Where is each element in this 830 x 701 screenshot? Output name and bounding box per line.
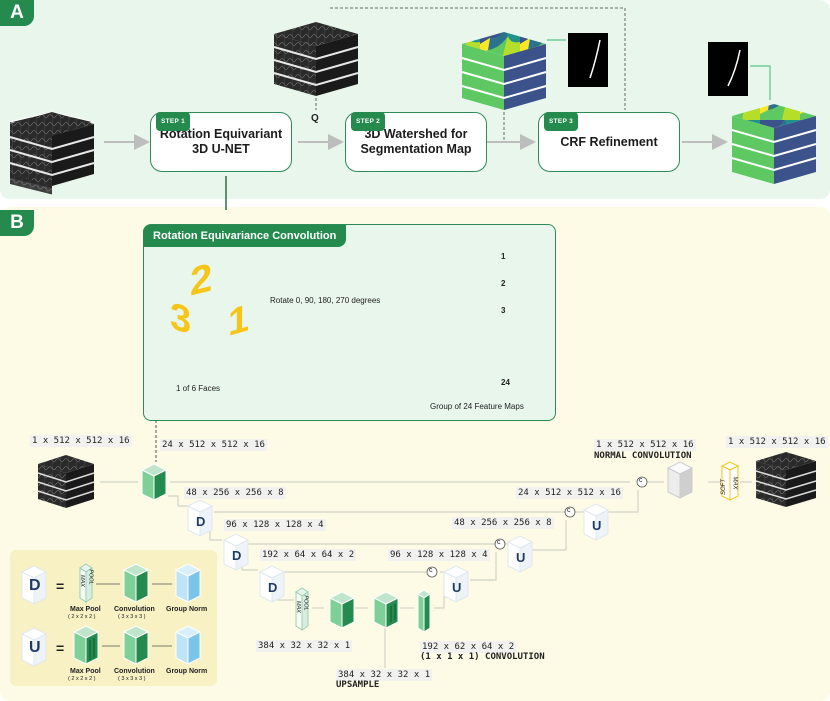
dim-conv24: 24 x 512 x 512 x 16 xyxy=(160,439,267,451)
net-input-volume xyxy=(37,455,95,508)
bottleneck-maxpool xyxy=(295,587,309,631)
step3-tag: STEP 3 xyxy=(544,112,579,131)
legend-gnorm: Group Norm xyxy=(166,606,208,613)
step2-tag: STEP 2 xyxy=(351,112,386,131)
up-block-1 xyxy=(582,503,610,541)
down-letter-3: D xyxy=(268,580,278,595)
mask-thumbnail-1 xyxy=(568,33,608,87)
normal-conv-label: NORMAL CONVOLUTION xyxy=(594,451,692,461)
input-volume xyxy=(9,112,95,186)
softmax-block xyxy=(720,461,740,501)
legend-maxpool-sub: ( 2 x 2 x 2 ) xyxy=(68,614,96,620)
map-number-24: 24 xyxy=(501,378,510,387)
down-block-1 xyxy=(186,499,214,537)
down-letter-1: D xyxy=(196,514,206,529)
rotate-text: Rotate 0, 90, 180, 270 degrees xyxy=(270,296,381,305)
panel-a-label: A xyxy=(0,0,34,26)
refined-segmentation-volume xyxy=(731,104,817,184)
concat-circles xyxy=(426,476,648,578)
legend-equals-2: = xyxy=(56,640,65,656)
dim-u1: 24 x 512 x 512 x 16 xyxy=(516,487,623,499)
panel-b-label: B xyxy=(0,210,34,236)
step3-box: STEP 3 CRF Refinement xyxy=(538,112,680,172)
up-block-2 xyxy=(506,535,534,573)
rotation-equivariance-box xyxy=(143,224,556,421)
up-letter-1: U xyxy=(592,518,602,533)
legend-u-letter: U xyxy=(29,639,41,656)
softmax-soft: SOFT xyxy=(721,479,727,495)
step1-tag: STEP 1 xyxy=(156,112,191,131)
upsample-label: UPSAMPLE xyxy=(336,680,380,690)
rotation-equivariance-title: Rotation Equivariance Convolution xyxy=(143,225,347,247)
q-label: Q xyxy=(311,113,319,124)
down-letter-2: D xyxy=(232,548,242,563)
legend-box xyxy=(10,550,217,686)
bottleneck-conv1 xyxy=(328,591,356,629)
dim-d2: 96 x 128 x 128 x 4 xyxy=(224,519,326,531)
map-number-1: 1 xyxy=(501,252,506,261)
bottleneck-maxpool-max: MAX xyxy=(294,601,301,613)
up-letter-3: U xyxy=(452,580,462,595)
legend-maxpool-2: Max Pool xyxy=(70,668,101,675)
map-number-2: 2 xyxy=(501,279,506,288)
dim-d1: 48 x 256 x 256 x 8 xyxy=(184,487,286,499)
legend-maxpool-pool: POOL xyxy=(87,569,94,585)
up-block-3 xyxy=(442,565,470,603)
dim-output: 1 x 512 x 512 x 16 xyxy=(726,436,828,448)
cube-digit-top: 2 xyxy=(190,255,213,305)
concat-4: c xyxy=(429,567,433,574)
legend-conv-2-sub: ( 3 x 3 x 3 ) xyxy=(118,676,146,682)
legend-equals-1: = xyxy=(56,578,65,594)
legend-maxpool: Max Pool xyxy=(70,606,101,613)
step3-line1: CRF Refinement xyxy=(560,134,658,149)
down-block-2 xyxy=(222,533,250,571)
dim-input: 1 x 512 x 512 x 16 xyxy=(30,435,132,447)
cube-digit-right: 1 xyxy=(228,296,250,346)
unet-output-volume xyxy=(273,22,359,96)
softmax-max: MAX xyxy=(731,476,738,490)
mask-thumbnail-2 xyxy=(708,42,748,96)
bottleneck-maxpool-pool: POOL xyxy=(302,595,309,611)
legend-maxpool-2-sub: ( 2 x 2 x 2 ) xyxy=(68,676,96,682)
concat-2: c xyxy=(567,507,571,514)
concat-3: c xyxy=(497,539,501,546)
dim-c1x1: 192 x 62 x 64 x 2 xyxy=(420,641,517,653)
dim-u3: 96 x 128 x 128 x 4 xyxy=(388,549,490,561)
net-output-volume xyxy=(755,452,817,507)
conv1x1-block xyxy=(417,589,431,633)
legend-gnorm-2: Group Norm xyxy=(166,668,208,675)
legend-conv-2: Convolution xyxy=(114,668,155,675)
legend-d-letter: D xyxy=(29,577,41,594)
faces-text: 1 of 6 Faces xyxy=(176,384,221,393)
step1-line2: 3D U-NET xyxy=(192,142,250,156)
concat-1: c xyxy=(639,477,643,484)
legend-conv-sub: ( 3 x 3 x 3 ) xyxy=(118,614,146,620)
group-text: Group of 24 Feature Maps xyxy=(430,402,524,411)
c1x1-label: (1 x 1 x 1) CONVOLUTION xyxy=(420,652,545,662)
legend-conv: Convolution xyxy=(114,606,155,613)
down-block-3 xyxy=(258,565,286,603)
dim-normal: 1 x 512 x 512 x 16 xyxy=(594,439,696,451)
dim-u2: 48 x 256 x 256 x 8 xyxy=(452,517,554,529)
conv24-cube xyxy=(140,463,168,501)
dim-upsample: 384 x 32 x 32 x 1 xyxy=(336,669,433,681)
up-letter-2: U xyxy=(516,550,526,565)
dim-d3: 192 x 64 x 64 x 2 xyxy=(260,549,357,561)
bottleneck-upsample xyxy=(372,591,400,629)
legend-maxpool-max: MAX xyxy=(78,575,85,587)
map-number-3: 3 xyxy=(501,306,506,315)
normal-conv-cube xyxy=(666,461,694,499)
step2-line1: 3D Watershed for xyxy=(364,127,468,141)
step2-line2: Segmentation Map xyxy=(360,142,472,156)
cube-digit-left: 3 xyxy=(170,294,192,344)
dim-bottom: 384 x 32 x 32 x 1 xyxy=(256,640,353,652)
segmentation-map-volume xyxy=(461,32,547,110)
step1-line1: Rotation Equivariant xyxy=(159,127,283,141)
